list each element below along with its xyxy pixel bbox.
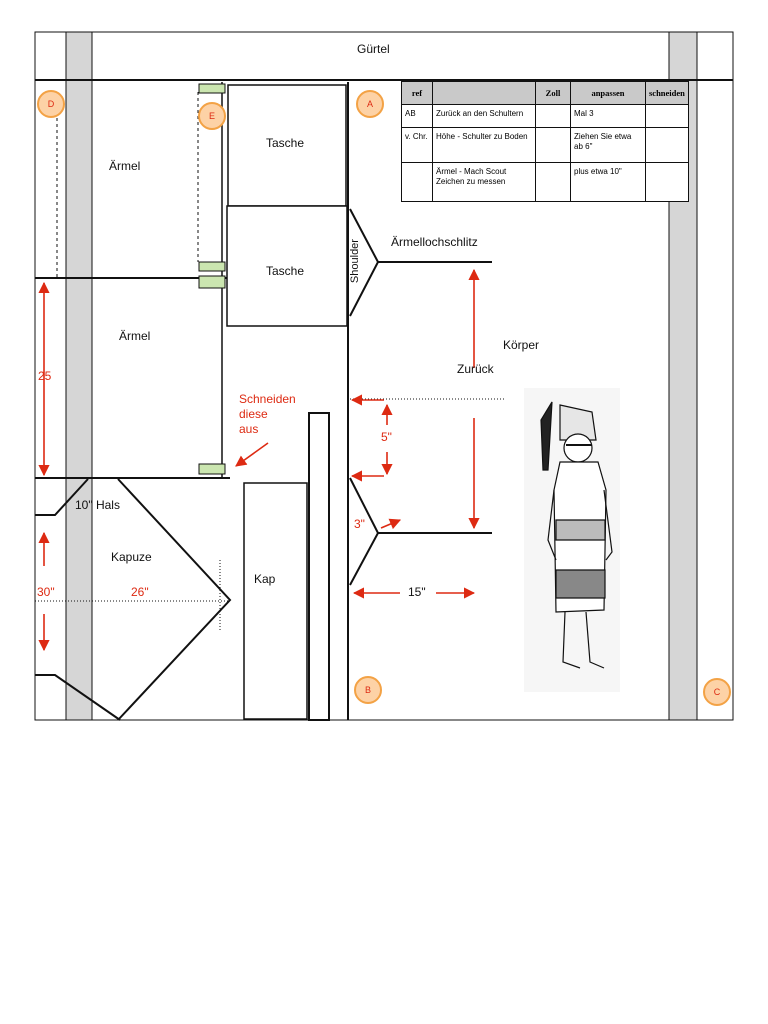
- scout-figure-illustration: [524, 388, 620, 692]
- table-row: v. Chr. Höhe - Schulter zu Boden Ziehen …: [401, 127, 689, 163]
- margin-strip-left: [65, 31, 93, 721]
- table-cell: [645, 104, 689, 128]
- measure-hood-width: 26": [131, 585, 149, 599]
- measure-sleeve-length: 25: [38, 369, 52, 383]
- table-cell: Ärmel - Mach Scout Zeichen zu messen: [432, 162, 536, 202]
- measure-hood-height: 30": [37, 585, 55, 599]
- armhole-slit-label: Ärmellochschlitz: [391, 235, 478, 249]
- body-label: Körper: [503, 338, 540, 352]
- table-cell: [535, 104, 571, 128]
- table-cell: Zurück an den Schultern: [432, 104, 536, 128]
- table-cell: Ziehen Sie etwa ab 6": [570, 127, 646, 163]
- table-header-cell: Zoll: [535, 81, 571, 105]
- belt-label: Gürtel: [357, 42, 390, 56]
- sleeve-label: Ärmel: [119, 329, 151, 343]
- measurement-table: ref Zoll anpassen schneiden AB Zurück an…: [401, 81, 689, 202]
- cut-out-instruction-line: diese: [239, 407, 268, 421]
- measure-slit-depth: 3": [354, 517, 365, 531]
- table-cell: plus etwa 10": [570, 162, 646, 202]
- table-row: AB Zurück an den Schultern Mal 3: [401, 104, 689, 128]
- table-header-row: ref Zoll anpassen schneiden: [401, 81, 689, 105]
- table-cell: [535, 127, 571, 163]
- cap-label: Kap: [254, 572, 276, 586]
- table-cell: AB: [401, 104, 433, 128]
- neck-label: 10" Hals: [75, 498, 120, 512]
- shoulder-label: Shoulder: [348, 239, 361, 284]
- table-header-cell: schneiden: [645, 81, 689, 105]
- marker-c: C: [703, 678, 731, 706]
- back-label: Zurück: [457, 362, 494, 376]
- pocket-piece: [226, 205, 348, 327]
- marker-b: B: [354, 676, 382, 704]
- hood-outline: [117, 478, 232, 721]
- green-tab: [198, 261, 226, 272]
- marker-a: A: [356, 90, 384, 118]
- hood-label: Kapuze: [111, 550, 152, 564]
- cut-out-instruction-line: Schneiden: [239, 392, 296, 406]
- table-cell: Höhe - Schulter zu Boden: [432, 127, 536, 163]
- measure-arrow: [380, 518, 402, 530]
- pocket-label: Tasche: [266, 264, 305, 278]
- cap-piece: [243, 482, 308, 720]
- marker-d: D: [37, 90, 65, 118]
- table-cell: [401, 162, 433, 202]
- table-header-cell: anpassen: [570, 81, 646, 105]
- sleeve-label: Ärmel: [109, 159, 141, 173]
- green-tab: [198, 83, 226, 94]
- table-cell: v. Chr.: [401, 127, 433, 163]
- table-cell: [645, 162, 689, 202]
- table-row: Ärmel - Mach Scout Zeichen zu messen plu…: [401, 162, 689, 202]
- measure-back-gap: 5": [381, 430, 392, 444]
- marker-e: E: [198, 102, 226, 130]
- green-tab: [198, 463, 226, 475]
- table-cell: [535, 162, 571, 202]
- pocket-label: Tasche: [266, 136, 305, 150]
- table-header-cell: [432, 81, 536, 105]
- measure-arrow: [235, 442, 269, 467]
- green-tab: [198, 275, 226, 289]
- cut-out-instruction-line: aus: [239, 422, 259, 436]
- table-cell: [645, 127, 689, 163]
- table-header-cell: ref: [401, 81, 433, 105]
- table-cell: Mal 3: [570, 104, 646, 128]
- measure-body-width: 15": [408, 585, 426, 599]
